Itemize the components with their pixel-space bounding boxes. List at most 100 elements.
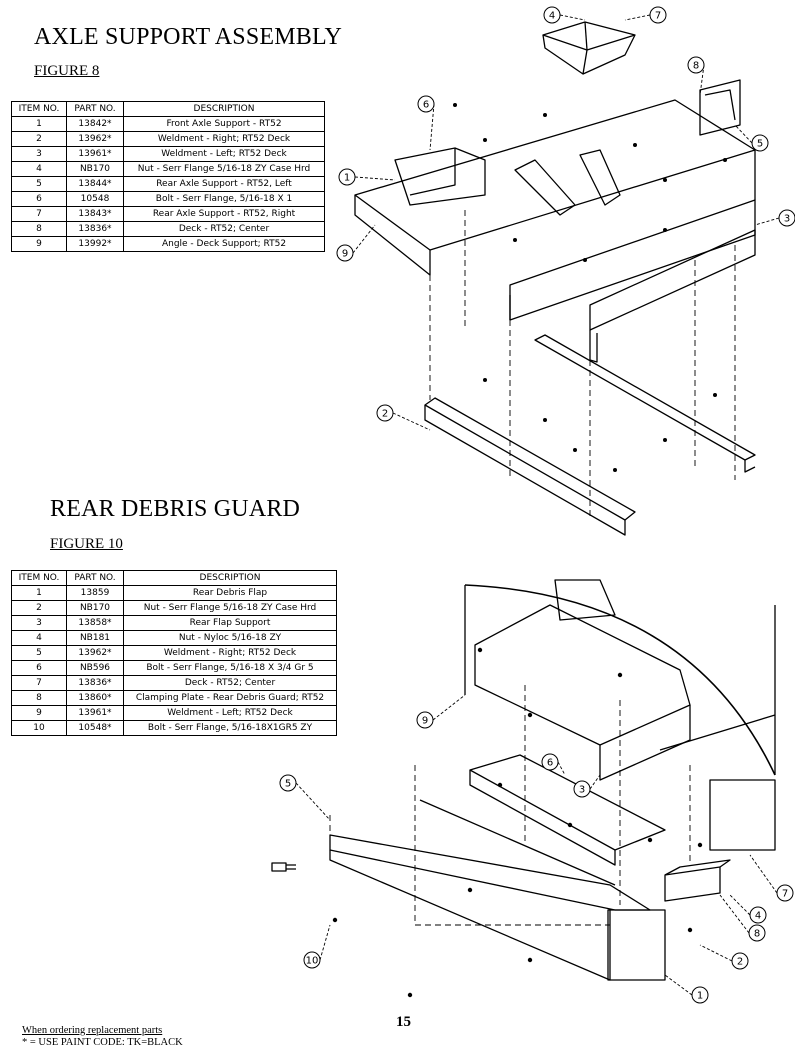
callout-label: 7 [655,11,661,22]
part-number-cell: NB596 [66,660,124,676]
callout-label: 3 [784,214,790,225]
figure-8-label: FIGURE 8 [34,63,100,79]
column-header-part: PART NO. [66,570,124,586]
callout-label: 4 [549,11,555,22]
item-number-cell: 4 [11,630,67,646]
axle-support-title: AXLE SUPPORT ASSEMBLY [34,24,342,50]
callout-7: 7 [749,854,794,902]
callout-8: 8 [719,894,766,942]
description-cell: Front Axle Support - RT52 [123,116,325,132]
rear-debris-guard-exploded-diagram: 1 2 3 4 5 6 7 8 9 10 [271,579,794,1004]
part-number-cell: 13961* [66,705,124,721]
callout-8: 8 [687,56,705,96]
callout-label: 2 [382,409,388,420]
part-number-cell: 13962* [66,645,124,661]
part-number-cell: 13858* [66,615,124,631]
callout-label: 9 [342,249,348,260]
callout-4: 4 [543,6,586,24]
callout-5: 5 [279,774,331,821]
column-header-item: ITEM NO. [11,101,67,117]
callout-6: 6 [541,753,566,776]
part-number-cell: 13961* [66,146,124,162]
item-number-cell: 1 [11,116,67,132]
item-number-cell: 9 [11,705,67,721]
callout-3: 3 [754,209,795,227]
callout-3: 3 [573,774,601,798]
item-number-cell: 9 [11,236,67,252]
description-cell: Rear Axle Support - RT52, Left [123,176,325,192]
callout-10: 10 [303,924,331,969]
callout-label: 5 [285,779,291,790]
item-number-cell: 5 [11,645,67,661]
description-cell: Weldment - Right; RT52 Deck [123,131,325,147]
page-number: 15 [396,1014,411,1030]
item-number-cell: 3 [11,615,67,631]
part-number-cell: 13860* [66,690,124,706]
callout-6: 6 [417,95,435,151]
description-cell: Bolt - Serr Flange, 5/16-18 X 1 [123,191,325,207]
description-cell: Angle - Deck Support; RT52 [123,236,325,252]
item-number-cell: 6 [11,191,67,207]
item-number-cell: 3 [11,146,67,162]
callout-4: 4 [729,894,767,924]
callout-label: 8 [693,61,699,72]
column-header-description: DESCRIPTION [123,101,325,117]
part-number-cell: 13992* [66,236,124,252]
callout-label: 6 [547,758,553,769]
description-cell: Bolt - Serr Flange, 5/16-18X1GR5 ZY [123,720,337,736]
callout-9: 9 [416,694,466,729]
callout-label: 4 [755,911,761,922]
callout-label: 8 [754,929,760,940]
footer-ordering-note: When ordering replacement parts [22,1025,163,1036]
item-number-cell: 6 [11,660,67,676]
table-header-row: ITEM NO. PART NO. DESCRIPTION [11,570,337,586]
item-number-cell: 1 [11,585,67,601]
item-number-cell: 4 [11,161,67,177]
callout-label: 5 [757,139,763,150]
callout-1: 1 [664,974,709,1004]
callout-label: 10 [306,956,319,967]
item-number-cell: 2 [11,131,67,147]
item-number-cell: 7 [11,206,67,222]
part-number-cell: NB170 [66,161,124,177]
part-number-cell: 10548* [66,720,124,736]
part-number-cell: 13843* [66,206,124,222]
item-number-cell: 2 [11,600,67,616]
part-number-cell: 13859 [66,585,124,601]
description-cell: Rear Axle Support - RT52, Right [123,206,325,222]
callout-2: 2 [699,944,749,970]
callout-label: 1 [344,173,350,184]
description-cell: Deck - RT52; Center [123,221,325,237]
callout-label: 1 [697,991,703,1002]
callout-1: 1 [338,168,396,186]
figure-10-label: FIGURE 10 [50,536,123,552]
callout-9: 9 [336,224,376,262]
table-header-row: ITEM NO. PART NO. DESCRIPTION [11,101,325,117]
column-header-part: PART NO. [66,101,124,117]
callout-label: 2 [737,957,743,968]
axle-support-exploded-diagram: 1 2 3 4 5 6 7 8 9 [336,6,795,536]
callout-2: 2 [376,404,431,431]
part-number-cell: 13962* [66,131,124,147]
callout-5: 5 [734,124,769,152]
column-header-item: ITEM NO. [11,570,67,586]
item-number-cell: 8 [11,221,67,237]
part-number-cell: 10548 [66,191,124,207]
